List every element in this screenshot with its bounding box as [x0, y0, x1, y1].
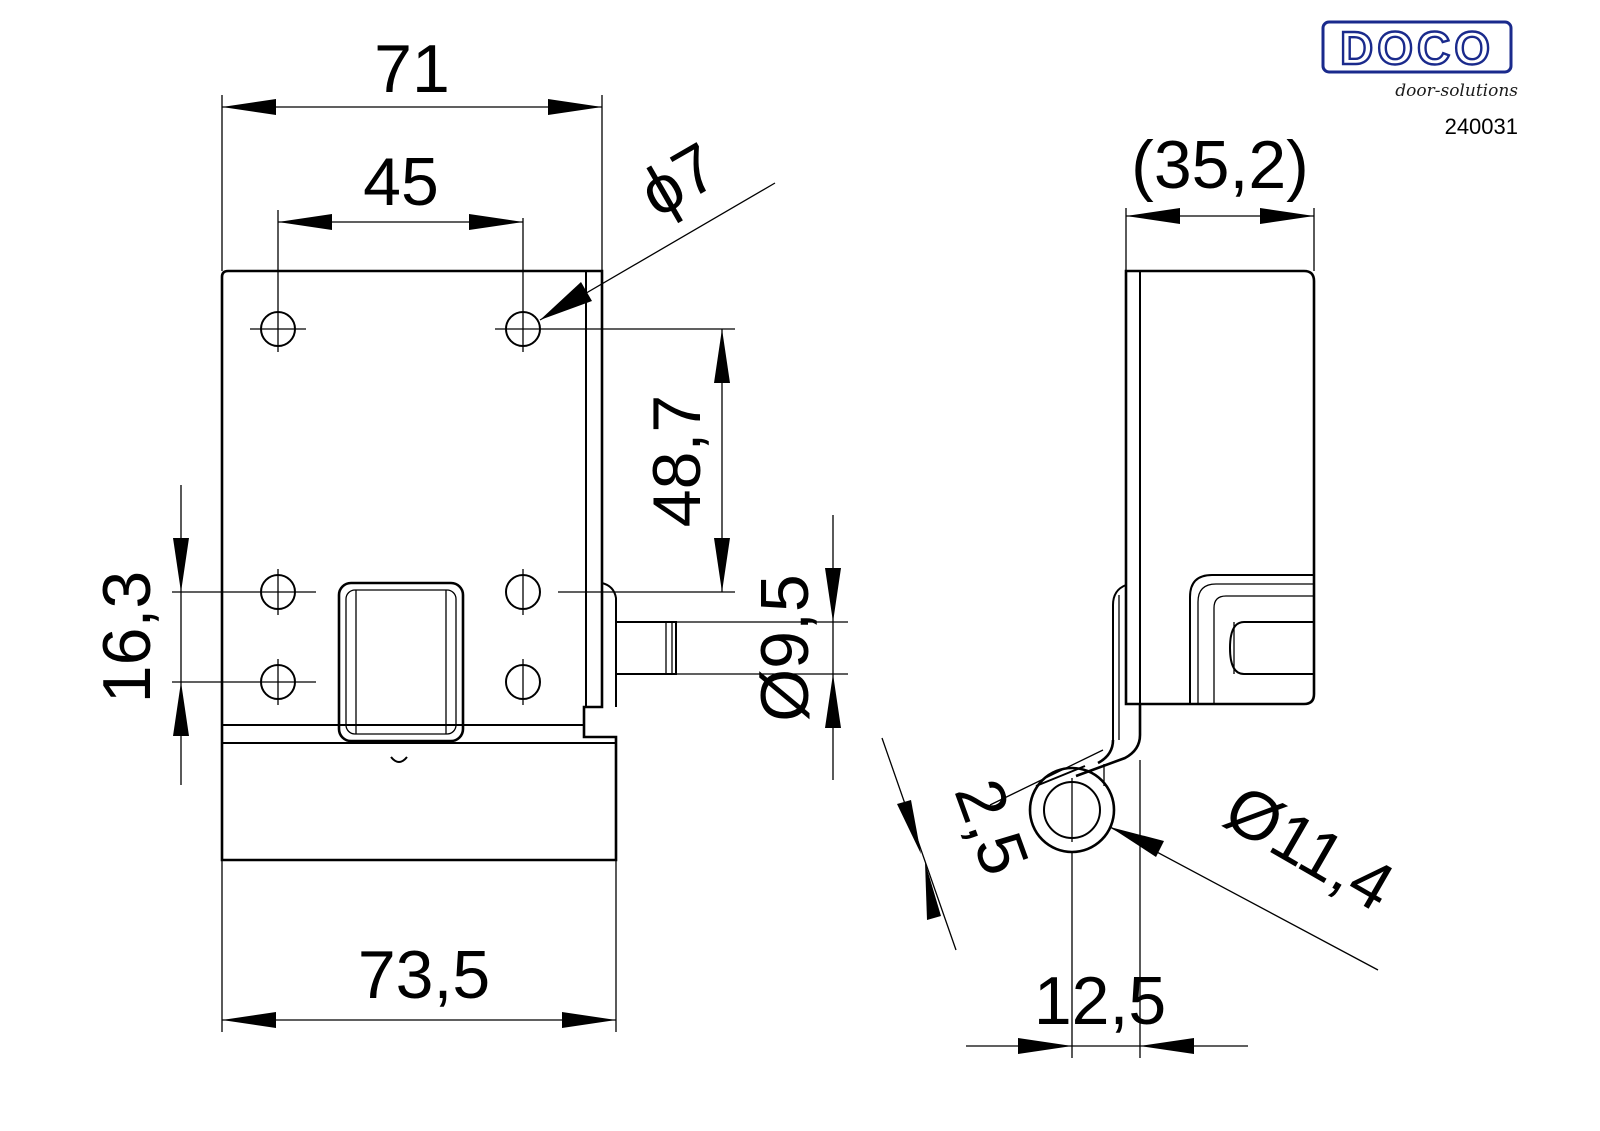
article-number: 240031 — [1445, 114, 1518, 139]
dim-pin-diameter-label: Ø9,5 — [747, 574, 823, 721]
dim-16-3: 16,3 — [89, 485, 189, 785]
dim-73-5-label: 73,5 — [358, 937, 490, 1013]
dim-73-5: 73,5 — [221, 860, 617, 1032]
front-view — [172, 218, 848, 862]
side-body — [1124, 269, 1316, 706]
dim-71-label: 71 — [374, 31, 450, 107]
doco-logo: DOCO door-solutions — [1321, 20, 1518, 101]
pin — [615, 621, 677, 675]
mounting-holes — [260, 311, 541, 700]
side-pin — [1228, 621, 1314, 675]
dim-12-5-label: 12,5 — [1034, 963, 1166, 1039]
dim-pin-diameter: Ø9,5 — [747, 515, 841, 780]
logo-tagline: door-solutions — [1395, 81, 1518, 101]
dim-35-2-label: (35,2) — [1131, 127, 1309, 203]
dim-knuckle-diameter: Ø11,4 — [1109, 770, 1407, 971]
plate-outline — [220, 269, 618, 862]
dim-45: 45 — [277, 144, 523, 272]
side-view — [1028, 269, 1316, 854]
dim-hole-diameter: ϕ7 — [539, 128, 776, 321]
dim-12-5: 12,5 — [966, 760, 1248, 1058]
dim-16-3-label: 16,3 — [89, 571, 165, 703]
dim-71: 71 — [221, 31, 603, 271]
dim-knuckle-diameter-label: Ø11,4 — [1212, 770, 1406, 926]
dim-48-7-label: 48,7 — [639, 395, 715, 527]
dim-35-2: (35,2) — [1125, 127, 1315, 271]
dim-2-5: 2,5 — [881, 737, 1104, 951]
dim-48-7: 48,7 — [639, 329, 730, 592]
logo-brand: DOCO — [1340, 22, 1494, 74]
dim-45-label: 45 — [363, 144, 439, 220]
rectangular-slot — [337, 581, 465, 743]
dim-hole-diameter-label: ϕ7 — [627, 128, 731, 232]
